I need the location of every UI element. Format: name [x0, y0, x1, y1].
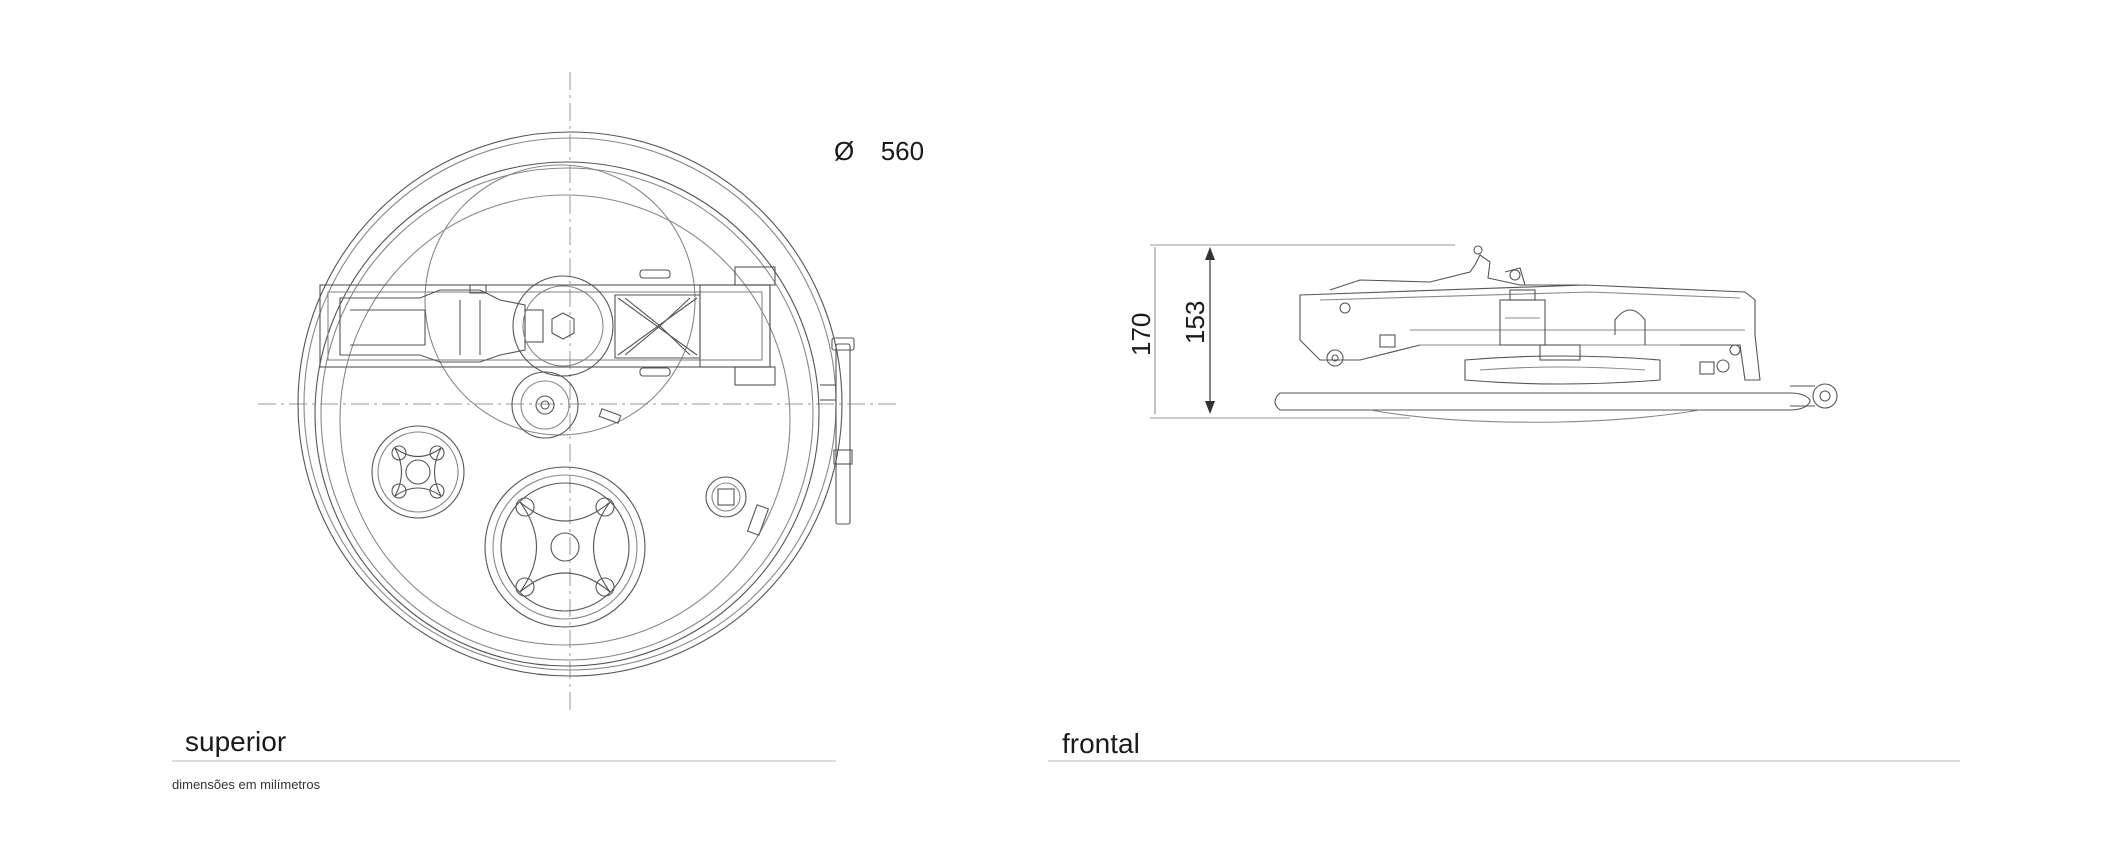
hinge-eye [1790, 383, 1838, 409]
handwheel-small [371, 425, 465, 519]
center-lines [258, 72, 900, 712]
main-arm [319, 266, 776, 386]
units-note: dimensões em milímetros [172, 777, 321, 792]
handwheel-large [484, 466, 646, 628]
body-height-dimension: 153 [1180, 300, 1210, 344]
fitting-small [705, 476, 770, 536]
top-view [258, 72, 900, 712]
top-view-label: superior [185, 726, 287, 757]
base-plate [1274, 392, 1811, 423]
body [1299, 245, 1761, 385]
extension-lines [1150, 244, 1455, 419]
diameter-symbol: Ø [834, 136, 855, 166]
diameter-value: 560 [880, 136, 925, 166]
diameter-dimension: Ø 560 [834, 136, 924, 167]
front-view [1150, 244, 1838, 423]
overall-height-dimension: 170 [1126, 312, 1156, 356]
dimension-arrows [1154, 247, 1215, 414]
front-view-label: frontal [1062, 728, 1140, 759]
valve-small [511, 371, 622, 439]
hinge-bar [820, 337, 855, 525]
